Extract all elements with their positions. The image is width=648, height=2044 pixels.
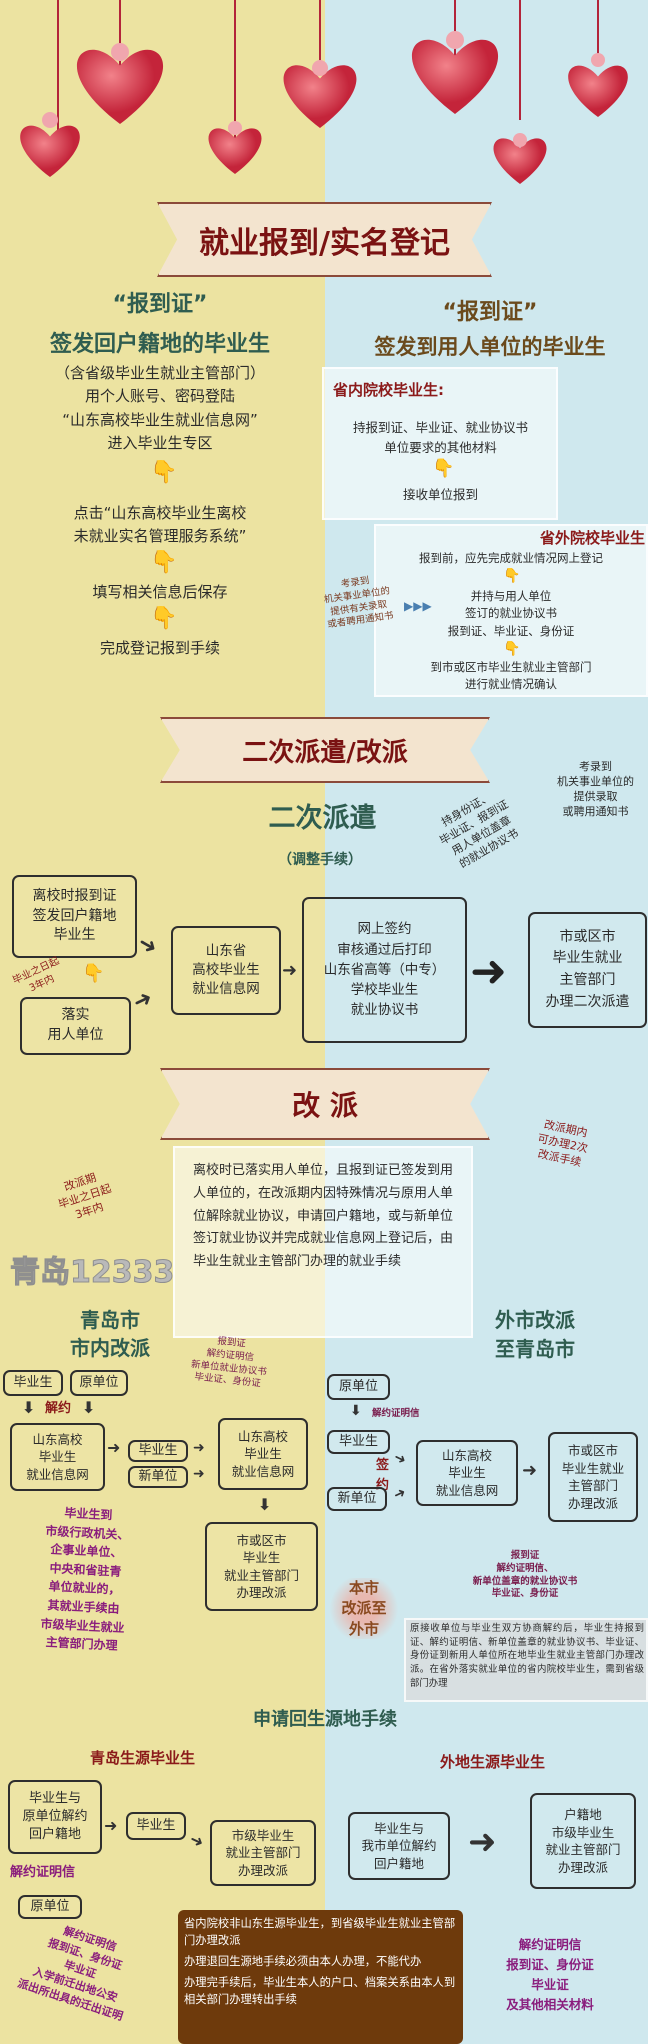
pointing-hand-icon: 👇 <box>150 460 178 485</box>
info-net-box: 山东高校 毕业生 就业信息网 <box>10 1423 105 1491</box>
pointing-hand-icon: 👇 <box>150 606 178 631</box>
left-step-save: 填写相关信息后保存 <box>92 583 228 601</box>
city-dept-box: 市或区市 毕业生 就业主管部门 办理改派 <box>205 1522 318 1611</box>
notes-panel: 省内院校非山东生源毕业生，到省级毕业生就业主管部门办理改派 办理退回生源地手续必… <box>178 1910 463 2044</box>
return-docs-note: 解约证明信 报到证、身份证 毕业证 及其他相关材料 <box>506 1937 594 2012</box>
left-background <box>0 0 325 2044</box>
terminate-label: 解约 <box>44 1401 71 1416</box>
triple-arrow-icon: ▶▶▶ <box>404 599 432 613</box>
in-province-docs: 持报到证、毕业证、就业协议书 单位要求的其他材料 <box>352 420 528 455</box>
city-level-note: 毕业生到 市级行政机关、 企事业单位、 中央和省驻青 单位就业的， 其就业手续由… <box>40 1505 130 1653</box>
heart-icon <box>283 65 357 128</box>
terminate-return-box: 毕业生与 原单位解约 回户籍地 <box>8 1780 102 1854</box>
flow-box-employer: 落实 用人单位 <box>20 997 131 1055</box>
in-province-step: 接收单位报到 <box>402 487 478 502</box>
big-arrow-icon: ➜ <box>468 1822 497 1862</box>
new-employer-box: 新单位 <box>128 1466 188 1488</box>
terminate-return-box: 毕业生与 我市单位解约 回户籍地 <box>348 1812 450 1880</box>
outside-redispatch-title: 外市改派 至青岛市 <box>495 1308 575 1361</box>
pointing-hand-icon: 👇 <box>503 641 521 657</box>
city-to-outside-text: 原接收单位与毕业生双方协商解约后，毕业生持报到证、解约证明信、新单位盖章的就业协… <box>410 1623 644 1689</box>
out-province-step2: 并持与用人单位 签订的就业协议书 报到证、毕业证、身份证 <box>447 589 575 638</box>
pointing-hand-icon: 👇 <box>503 568 521 584</box>
arrow-icon: ⬇ <box>350 1403 362 1419</box>
redispatch-description-panel <box>173 1146 473 1338</box>
hukou-dept-box: 户籍地 市级毕业生 就业主管部门 办理改派 <box>530 1793 636 1889</box>
original-employer-box: 原单位 <box>70 1370 128 1396</box>
heart-icon <box>411 39 499 114</box>
arrow-icon: ➜ <box>193 1440 205 1456</box>
return-origin-title: 申请回生源地手续 <box>253 1709 397 1730</box>
redispatch-title: 二次派遣 <box>268 803 377 834</box>
arrow-icon: ➜ <box>107 1438 121 1457</box>
heart-icon <box>20 125 80 177</box>
out-province-step3: 到市或区市毕业生就业主管部门 进行就业情况确认 <box>430 660 592 691</box>
original-employer-box: 原单位 <box>18 1895 82 1919</box>
out-province-step1: 报到前，应先完成就业情况网上登记 <box>419 551 603 565</box>
left-step-complete: 完成登记报到手续 <box>99 639 220 657</box>
graduate-box: 毕业生 <box>126 1812 186 1840</box>
other-origin-title: 外地生源毕业生 <box>439 1753 545 1771</box>
big-arrow-icon: ➜ <box>470 946 507 997</box>
heart-icon <box>76 49 164 124</box>
graduate-box: 毕业生 <box>327 1430 390 1454</box>
in-province-title: 省内院校毕业生: <box>333 381 444 399</box>
heart-icon <box>568 65 628 117</box>
arrow-icon: ➜ <box>193 1466 205 1482</box>
arrow-icon: ⬇ <box>82 1398 96 1417</box>
city-to-outside-panel <box>404 1618 648 1702</box>
section-banner: 改 派 <box>160 1068 490 1140</box>
left-quote: “报到证” <box>112 292 208 317</box>
in-province-panel <box>322 367 558 520</box>
info-net-box: 山东高校 毕业生 就业信息网 <box>416 1440 518 1506</box>
pointing-hand-icon: 👇 <box>82 963 105 984</box>
right-quote: “报到证” <box>442 300 538 325</box>
original-employer-box: 原单位 <box>327 1374 390 1400</box>
graduate-box: 毕业生 <box>128 1440 188 1462</box>
heart-icon <box>208 128 262 174</box>
arrow-icon: ➜ <box>522 1460 538 1481</box>
flow-box-info-net: 山东省 高校毕业生 就业信息网 <box>171 926 281 1015</box>
termination-letter-label: 解约证明信 <box>10 1865 76 1880</box>
qingdao-origin-title: 青岛生源毕业生 <box>89 1749 195 1767</box>
right-background <box>325 0 648 2044</box>
redispatch-subtitle: （调整手续） <box>278 852 362 868</box>
hearts-decoration <box>20 0 628 184</box>
heart-icon <box>493 138 547 184</box>
flow-box-city-dept: 市或区市 毕业生就业 主管部门 办理二次派遣 <box>528 912 647 1028</box>
pointing-hand-icon: 👇 <box>150 550 178 575</box>
flow-box-leave-school: 离校时报到证 签发回户籍地 毕业生 <box>12 875 137 958</box>
left-instructions: （含省级毕业生就业主管部门） 用个人账号、密码登陆 “山东高校毕业生就业信息网”… <box>54 364 265 452</box>
section-banner: 就业报到/实名登记 <box>157 202 492 277</box>
arrow-icon: ➜ <box>282 960 298 981</box>
note-item: 省内院校非山东生源毕业生，到省级毕业生就业主管部门办理改派 <box>184 1917 456 1947</box>
out-province-panel <box>374 524 648 697</box>
flow-box-online-sign: 网上签约 审核通过后打印 山东省高等（中专） 学校毕业生 就业协议书 <box>302 897 467 1043</box>
local-redispatch-title: 青岛市 市内改派 <box>70 1308 150 1360</box>
redispatch-description: 离校时已落实用人单位，且报到证已签发到用人单位的，在改派期内因特殊情况与原用人单… <box>193 1163 454 1269</box>
arrow-icon: ⬇ <box>258 1495 272 1514</box>
note-item: 办理完手续后，毕业生本人的户口、档案关系由本人到相关部门办理转出手续 <box>184 1975 456 2006</box>
out-province-title: 省外院校毕业生 <box>539 529 645 547</box>
termination-letter-label: 解约证明信 <box>372 1408 420 1419</box>
arrow-icon: ➜ <box>104 1816 118 1835</box>
city-to-outside-label: 本市 改派至 外市 <box>330 1578 398 1639</box>
section-banner: 二次派遣/改派 <box>160 717 490 783</box>
left-step-click: 点击“山东高校毕业生离校 未就业实名管理服务系统” <box>73 504 247 546</box>
left-title: 签发回户籍地的毕业生 <box>49 332 270 357</box>
docs-note: 报到证 解约证明信、 新单位盖章的就业协议书 毕业证、身份证 <box>472 1550 578 1600</box>
pointing-hand-icon: 👇 <box>432 458 455 479</box>
note-item: 办理退回生源地手续必须由本人办理，不能代办 <box>184 1954 422 1968</box>
exam-note: 考录到 机关事业单位的 提供录取 或聘用通知书 <box>557 760 634 818</box>
city-dept-box: 市或区市 毕业生就业 主管部门 办理改派 <box>548 1432 638 1522</box>
right-title: 签发到用人单位的毕业生 <box>374 335 606 359</box>
new-employer-box: 新单位 <box>327 1487 387 1511</box>
city-dept-box: 市级毕业生 就业主管部门 办理改派 <box>210 1820 316 1886</box>
arrow-icon: ⬇ <box>22 1398 36 1417</box>
graduate-box: 毕业生 <box>3 1370 63 1396</box>
info-net-box: 山东高校 毕业生 就业信息网 <box>218 1418 308 1490</box>
